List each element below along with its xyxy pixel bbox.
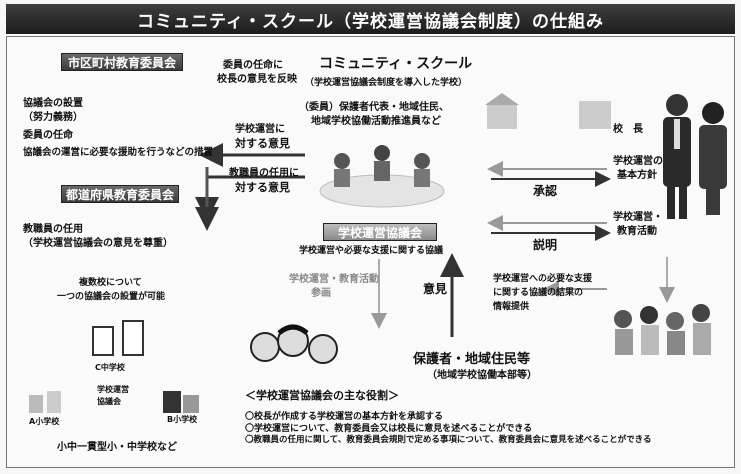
support-note: 情報提供 [493,302,530,312]
pref-board-item: 教職員の任用 [23,224,83,235]
principal-policy: 基本方針 [617,170,657,181]
guardians-label: 保護者・地域住民等 [413,352,531,367]
joint-council-caption: 小中一貫型小・中学校など [57,442,177,453]
city-board-heading: 市区町村教育委員会 [61,53,183,71]
meeting-illustration [319,145,445,208]
roles-heading: ＜学校運営協議会の主な役割＞ [245,389,399,402]
appointment-note: 委員の任命に [223,60,283,71]
council-mid-label: 学校運営 [97,385,129,394]
opinion-to-board: 対する意見 [235,137,290,150]
council-mid-label: 協議会 [97,397,121,406]
role-item: 〇学校運営について、教育委員会又は校長に意見を述べることができる [245,424,533,434]
joint-council-note: 一つの協議会の設置が可能 [57,292,166,302]
principal-ops: 教育活動 [617,226,657,237]
community-school-members: （委員）保護者代表・地域住民、 [299,102,449,113]
principal-figure [663,94,727,219]
connector-arrows [195,143,675,337]
community-school-sub: （学校運営協議会制度を導入した学校） [305,78,468,88]
page-title: コミュニティ・スクール（学校運営協議会制度）の仕組み [6,4,735,34]
joint-council-note: 複数校について [79,278,142,288]
opinion-staff: 対する意見 [235,181,290,194]
pref-board-heading: 都道府県教育委員会 [61,185,179,203]
school-a-label: A小学校 [29,417,60,426]
school-c-label: C中学校 [95,363,125,372]
guardians-figure [250,324,338,364]
council-heading: 学校運営協議会 [323,223,437,241]
role-item: 〇校長が作成する学校運営の基本方針を承認する [245,412,444,422]
school-b-label: B小学校 [167,415,198,424]
pref-board-item: （学校運営協議会の意見を尊重） [23,238,173,249]
principal-label: 校 長 [613,124,643,135]
city-board-item: （努力義務） [23,112,83,123]
opinion-to-board: 学校運営に [235,124,285,135]
participation-note: 学校運営・教育活動 [289,274,379,285]
appointment-note: 校長の意見を反映 [217,74,297,85]
participation-note: 参画 [311,288,331,299]
diagram-frame: 市区町村教育委員会 協議会の設置 （努力義務） 委員の任命 協議会の運営に必要な… [6,36,735,468]
principal-ops: 学校運営・ [613,212,663,223]
city-board-item: 協議会の運営に必要な援助を行うなどの措置 [23,147,214,158]
city-board-item: 委員の任命 [23,130,73,141]
council-sub: 学校運営や必要な支援に関する協議 [299,246,444,256]
opinion-staff: 教職員の任用に [229,168,299,179]
guardians-sub: （地域学校協働本部等） [427,370,537,381]
support-note: 学校運営への必要な支援 [493,274,593,284]
approval-label: 承認 [533,184,558,198]
community-school-heading: コミュニティ・スクール [319,56,473,72]
opinion-label: 意見 [423,282,448,296]
role-item: 〇教職員の任用に関して、教育委員会規則で定める事項について、教育委員会に意見を述… [245,435,652,445]
principal-policy: 学校運営の [613,156,663,167]
building-icon [485,93,611,129]
support-note: に関する協議の結果の [493,288,584,298]
school-icons-row [29,391,199,413]
school-building-icon [92,320,144,356]
community-figure [614,304,711,355]
explain-label: 説明 [533,238,558,252]
city-board-item: 協議会の設置 [23,98,83,109]
community-school-members: 地域学校協働活動推進員など [311,116,441,127]
